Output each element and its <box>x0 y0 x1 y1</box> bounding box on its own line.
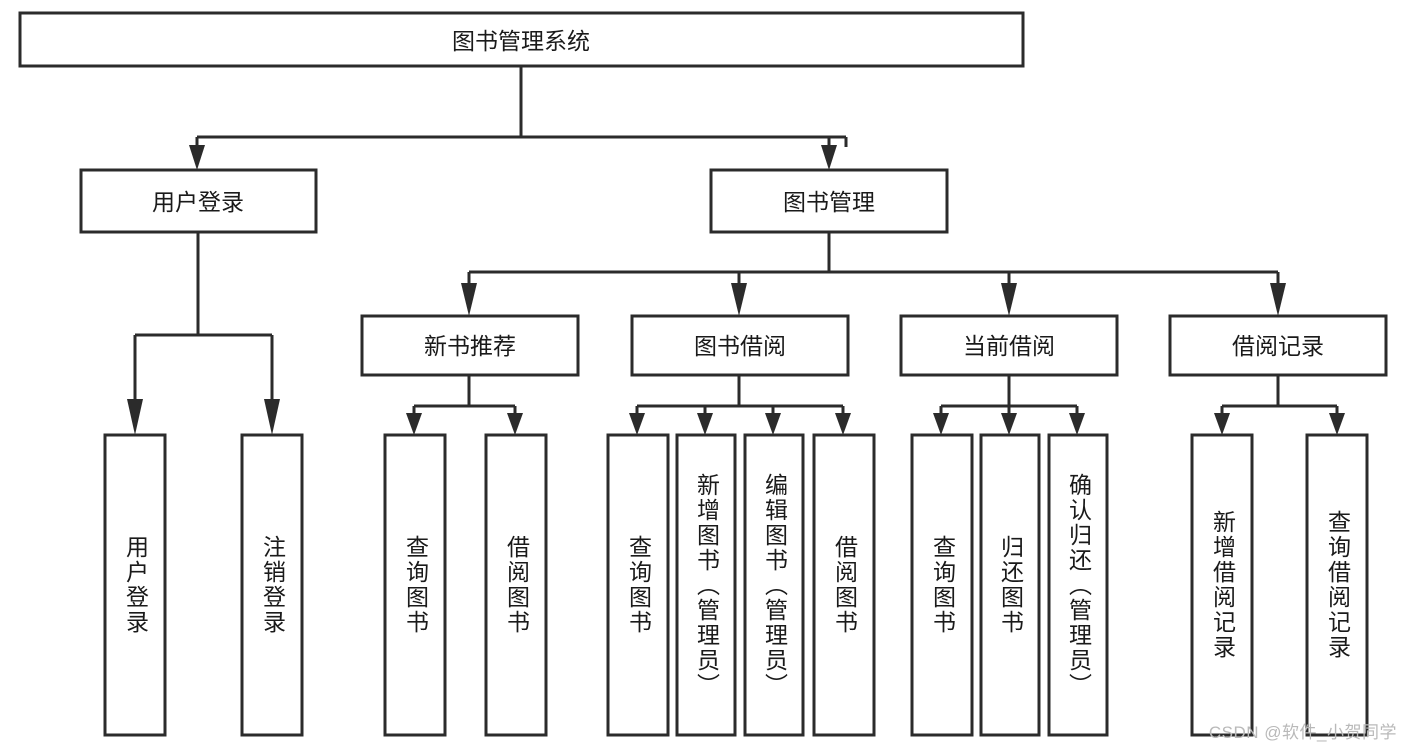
node-label-root: 图书管理系统 <box>452 28 590 54</box>
leaf-box-user-login-2[interactable] <box>240 433 304 737</box>
leaf-box-book-borrow-4[interactable] <box>812 433 876 737</box>
node-label-book-borrow: 图书借阅 <box>694 333 786 359</box>
arrow-head <box>189 145 205 170</box>
connector-new-book-to-leaves <box>406 375 523 435</box>
node-book-borrow[interactable]: 图书借阅 <box>630 314 850 377</box>
arrow-head <box>264 399 280 435</box>
leaf-box-borrow-record-2[interactable] <box>1305 433 1369 737</box>
arrow-head <box>127 399 143 435</box>
node-root-system[interactable]: 图书管理系统 <box>18 11 1025 68</box>
leaf-box-user-login-1[interactable] <box>103 433 167 737</box>
connector-current-borrow-to-leaves <box>933 375 1085 435</box>
leaf-box-new-book-1[interactable] <box>383 433 447 737</box>
arrow-head <box>821 145 837 170</box>
arrow-head <box>1069 413 1085 435</box>
arrow-head <box>507 413 523 435</box>
arrow-head <box>461 283 477 316</box>
arrow-head <box>765 413 781 435</box>
arrow-head <box>1214 413 1230 435</box>
connector-borrow-record-to-leaves <box>1214 375 1345 435</box>
watermark-text: CSDN @软件_小贺同学 <box>1208 723 1397 742</box>
node-label-new-book-recommend: 新书推荐 <box>424 333 516 359</box>
leaf-box-book-borrow-1[interactable] <box>606 433 670 737</box>
node-book-management[interactable]: 图书管理 <box>709 168 949 234</box>
arrow-head <box>731 283 747 316</box>
node-label-user-login: 用户登录 <box>152 189 244 215</box>
leaf-box-current-borrow-3[interactable] <box>1047 433 1109 737</box>
node-current-borrow[interactable]: 当前借阅 <box>899 314 1119 377</box>
arrow-head <box>1001 283 1017 316</box>
arrow-head <box>835 413 851 435</box>
leaf-box-current-borrow-2[interactable] <box>979 433 1041 737</box>
node-label-book-management: 图书管理 <box>783 189 875 215</box>
connector-book-borrow-to-leaves <box>629 375 851 435</box>
leaf-box-book-borrow-3[interactable] <box>743 433 805 737</box>
arrow-head <box>697 413 713 435</box>
leaf-box-current-borrow-1[interactable] <box>910 433 974 737</box>
arrow-head <box>1329 413 1345 435</box>
node-label-borrow-record: 借阅记录 <box>1232 333 1324 359</box>
arrow-head <box>629 413 645 435</box>
arrow-head <box>1001 413 1017 435</box>
connector-level2-to-level3 <box>461 232 1286 316</box>
leaf-box-new-book-2[interactable] <box>484 433 548 737</box>
node-new-book-recommend[interactable]: 新书推荐 <box>360 314 580 377</box>
node-user-login[interactable]: 用户登录 <box>79 168 318 234</box>
leaf-box-borrow-record-1[interactable] <box>1190 433 1254 737</box>
arrow-head <box>406 413 422 435</box>
node-label-current-borrow: 当前借阅 <box>963 333 1055 359</box>
connector-user-login-to-leaves <box>127 232 280 435</box>
leaf-box-book-borrow-2[interactable] <box>675 433 737 737</box>
node-borrow-record[interactable]: 借阅记录 <box>1168 314 1388 377</box>
connector-root-to-level2 <box>189 66 848 170</box>
arrow-head <box>1270 283 1286 316</box>
arrow-head <box>933 413 949 435</box>
